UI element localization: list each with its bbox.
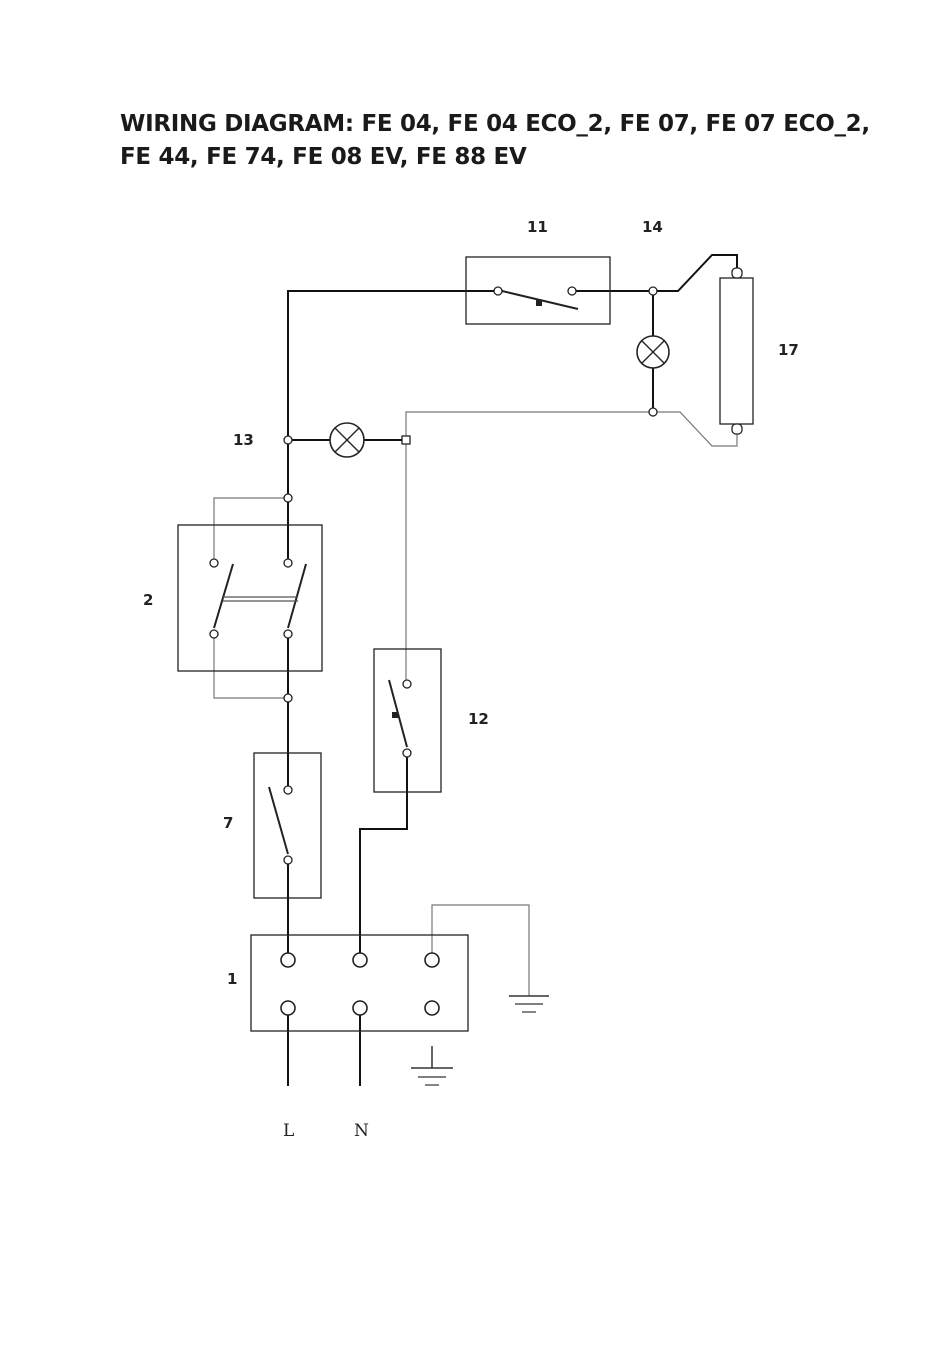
switch-12-terminal-top — [403, 680, 411, 688]
component-2-switch — [178, 494, 322, 702]
switch-12-terminal-bottom — [403, 749, 411, 757]
switch-12-actuator — [392, 712, 398, 718]
wire-2-bridge-top — [214, 498, 288, 563]
switch-2-bottom-node — [284, 694, 292, 702]
switch-2-terminal-br — [284, 630, 292, 638]
label-1: 1 — [227, 970, 237, 988]
node-13-junction — [402, 436, 410, 444]
tube-17-bottom-pin — [732, 424, 742, 434]
node-13-terminal — [284, 436, 292, 444]
wire-lower-to-tube — [653, 412, 737, 446]
switch-11-terminal-right — [568, 287, 576, 295]
node-14-bottom-terminal — [649, 408, 657, 416]
wire-node-to-14-lower — [406, 412, 653, 440]
label-17: 17 — [778, 341, 799, 359]
switch-7-terminal-top — [284, 786, 292, 794]
switch-2-terminal-bl — [210, 630, 218, 638]
indicator-lamp-13-icon — [330, 423, 364, 457]
switch-2-lever-left — [214, 564, 233, 628]
terminal-n-top — [353, 953, 367, 967]
switch-2-terminal-tl — [210, 559, 218, 567]
label-14: 14 — [642, 218, 663, 236]
label-2: 2 — [143, 591, 153, 609]
indicator-lamp-14-icon — [637, 336, 669, 368]
terminal-l-bottom — [281, 1001, 295, 1015]
label-neutral: N — [354, 1121, 369, 1141]
switch-2-top-node — [284, 494, 292, 502]
component-17-tube — [720, 268, 753, 434]
earth-ground-icon — [509, 996, 549, 1012]
wire-12-to-neutral — [360, 753, 407, 958]
terminal-n-bottom — [353, 1001, 367, 1015]
switch-11-actuator — [536, 300, 542, 306]
node-14-top-terminal — [649, 287, 657, 295]
switch-7-lever — [269, 787, 288, 854]
label-7: 7 — [223, 814, 233, 832]
switch-2-terminal-tr — [284, 559, 292, 567]
switch-11-terminal-left — [494, 287, 502, 295]
terminal-l-top — [281, 953, 295, 967]
terminal-earth-top — [425, 953, 439, 967]
tube-17-body — [720, 278, 753, 424]
tube-17-top-pin — [732, 268, 742, 278]
terminal-earth-bottom — [425, 1001, 439, 1015]
label-12: 12 — [468, 710, 489, 728]
wire-earth — [432, 905, 529, 996]
switch-2-lever-right — [288, 564, 306, 628]
label-11: 11 — [527, 218, 548, 236]
thin-wires — [214, 412, 737, 996]
supply-earth-ground-icon — [411, 1046, 453, 1085]
switch-2-housing — [178, 525, 322, 671]
label-13: 13 — [233, 431, 254, 449]
switch-7-terminal-bottom — [284, 856, 292, 864]
label-live: L — [283, 1121, 294, 1141]
wire-2-bridge-bottom — [214, 634, 288, 698]
wire-14-to-tube — [653, 255, 737, 291]
